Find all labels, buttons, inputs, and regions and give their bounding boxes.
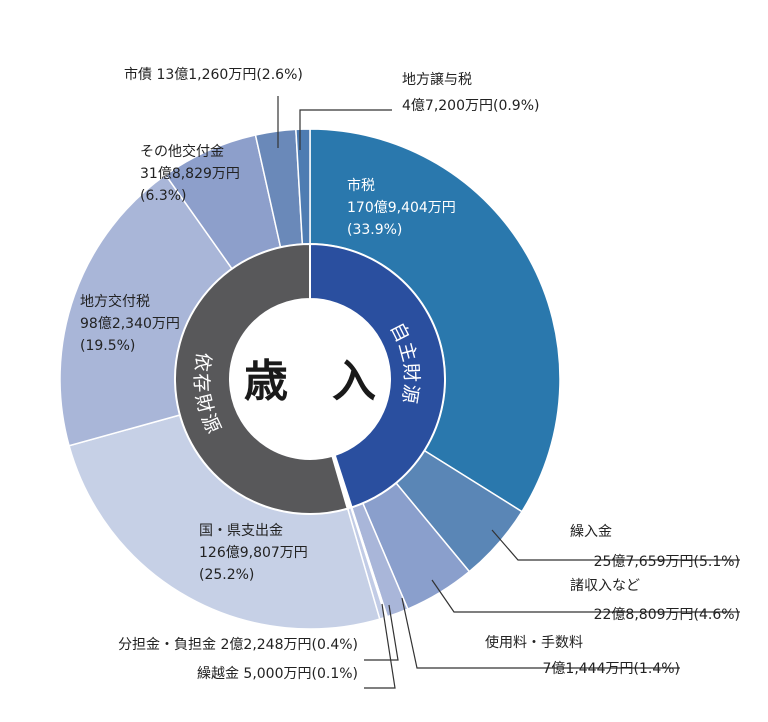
leader-lines [277,96,740,689]
slice-label-2-name: 諸収入など [570,578,640,594]
slice-label-5: 分担金・負担金 2億2,248万円(0.4%) [118,637,358,653]
slice-label-10-value: 4億7,200万円(0.9%) [402,98,539,114]
slice-label-9: 市債 13億1,260万円(2.6%) [124,66,303,83]
slice-label-0-pct: (33.9%) [347,222,402,238]
slice-label-7-amount: 98億2,340万円 [80,316,180,332]
slice-label-8-pct: (6.3%) [140,188,187,204]
leader-line-2 [431,579,740,613]
leader-line-1 [491,529,740,561]
center-label: 歳 入 [244,356,376,407]
slice-label-0-name: 市税 [347,177,375,194]
slice-label-0-amount: 170億9,404万円 [347,200,456,216]
slice-label-2-value: 22億8,809万円(4.6%) [594,607,740,623]
slice-label-8-name: その他交付金 [140,143,224,160]
slice-label-6-pct: (25.2%) [199,567,254,583]
center-hole [230,299,390,459]
slice-label-6-name: 国・県支出金 [199,523,283,539]
leader-line-4 [364,603,396,689]
slice-label-8-amount: 31億8,829万円 [140,166,240,182]
slice-label-7-name: 地方交付税 [80,293,150,310]
leader-line-5 [364,604,399,661]
slice-label-3-value: 7億1,444万円(1.4%) [543,661,680,677]
slice-label-1-name: 繰入金 [570,524,612,540]
slice-label-7-pct: (19.5%) [80,338,135,354]
slice-label-4: 繰越金 5,000万円(0.1%) [197,666,358,682]
slice-label-1-value: 25億7,659万円(5.1%) [594,554,740,570]
slice-label-3-name: 使用料・手数料 [485,634,583,651]
leader-line-3 [401,597,680,669]
leader-line-10 [299,109,392,150]
slice-label-10-name: 地方譲与税 [402,72,472,88]
slice-labels: 市税 170億9,404万円 (33.9%) 繰入金 25億7,659万円(5.1%) 諸… [80,66,740,682]
slice-label-6-amount: 126億9,807万円 [199,545,308,561]
